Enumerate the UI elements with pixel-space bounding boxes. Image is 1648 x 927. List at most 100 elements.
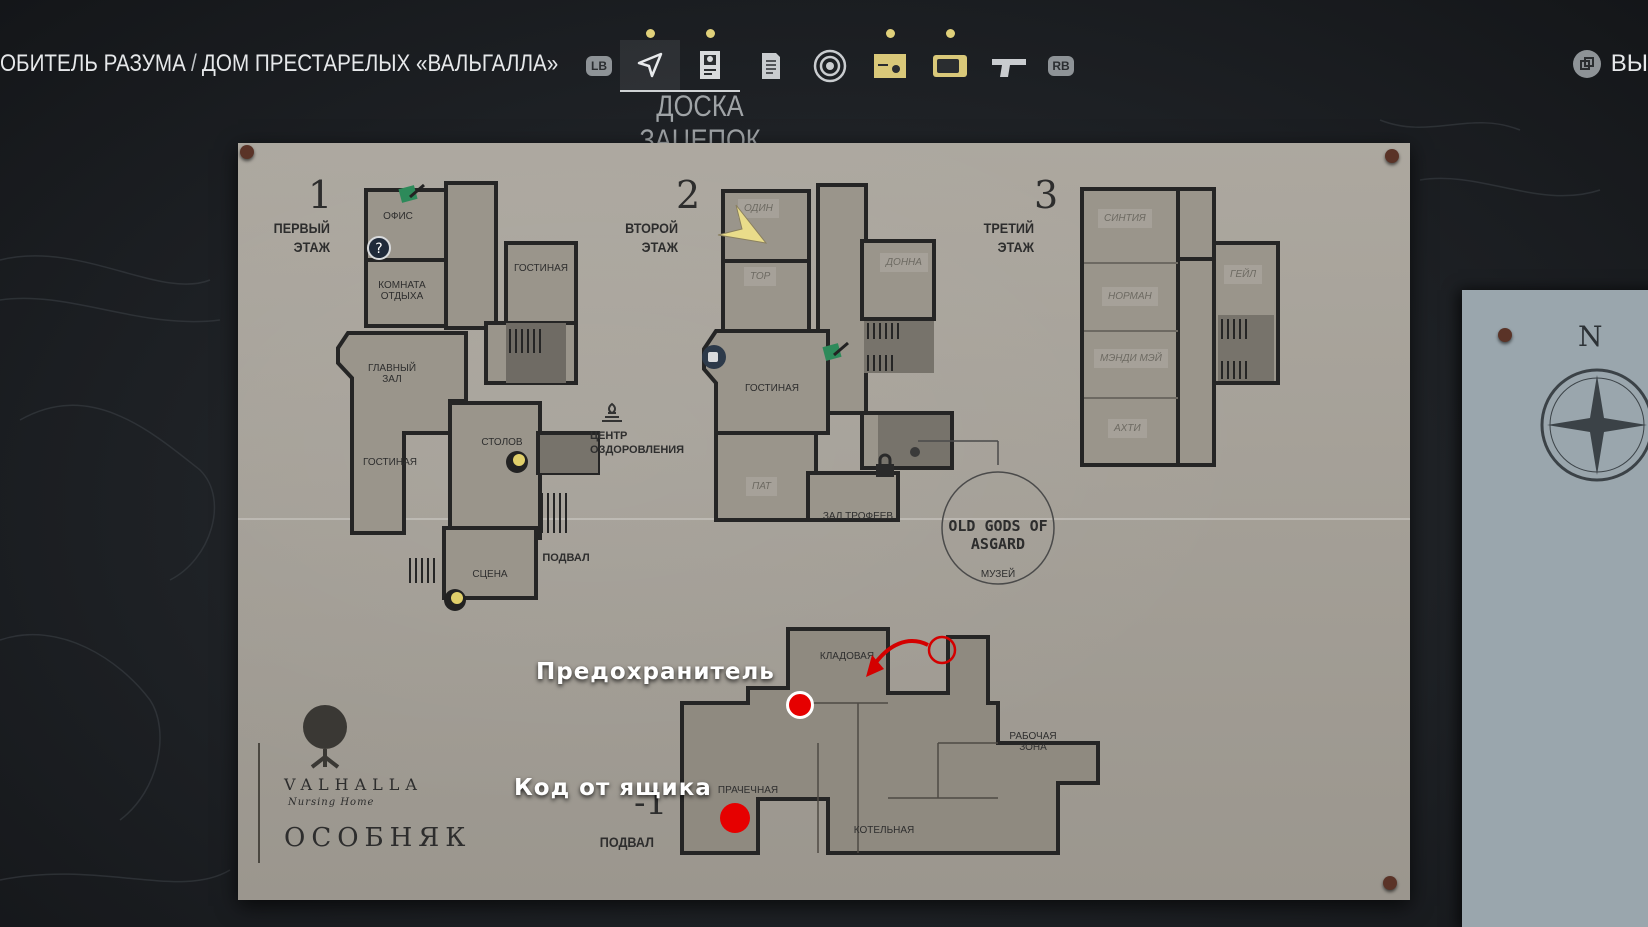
room-work-zone-line-2: ЗОНА [1019, 742, 1047, 753]
point-marker [910, 447, 920, 457]
breadcrumb: ОБИТЕЛЬ РАЗУМА/ДОМ ПРЕСТАРЕЛЫХ «ВАЛЬГАЛЛ… [0, 50, 558, 78]
floor-2-name: ВТОРОЙ ЭТАЖ [615, 219, 678, 257]
valhalla-tree-logo [303, 705, 347, 769]
room-cynthia: СИНТИЯ [1098, 209, 1152, 228]
floor-2-name-line-1: ВТОРОЙ [625, 220, 678, 236]
room-boiler: КОТЕЛЬНАЯ [853, 825, 915, 836]
gun-icon [992, 59, 1026, 77]
tab-tv[interactable] [920, 29, 980, 92]
tab-case-board[interactable] [680, 29, 740, 92]
character-marker-icon[interactable] [504, 449, 530, 475]
tab-notes[interactable] [740, 40, 800, 92]
navigate-icon [637, 52, 663, 78]
wellness-center-line-1: ЦЕНТР [590, 430, 628, 442]
room-living-room-2: ГОСТИНАЯ [363, 457, 417, 468]
notification-dot [886, 29, 895, 38]
museum-label: МУЗЕЙ [980, 569, 1016, 580]
breadcrumb-separator: / [191, 50, 197, 77]
notification-dot [946, 29, 955, 38]
notification-dot [706, 29, 715, 38]
svg-text:?: ? [375, 241, 382, 257]
room-living-room: ГОСТИНАЯ [514, 263, 568, 274]
annotation-fuse: Предохранитель [536, 659, 775, 685]
building-name: ОСОБНЯК [284, 823, 472, 853]
room-main-hall: ГЛАВНЫЙ ЗАЛ [367, 363, 417, 385]
pin [1383, 876, 1397, 890]
room-work-zone: РАБОЧАЯ ЗОНА [998, 731, 1068, 753]
question-icon[interactable]: ? [366, 235, 392, 261]
notification-dot [646, 29, 655, 38]
breadcrumb-item-mind-place[interactable]: ОБИТЕЛЬ РАЗУМА [0, 50, 186, 77]
room-trophy-hall: ЗАЛ ТРОФЕЕВ [822, 511, 894, 522]
room-work-zone-line-1: РАБОЧАЯ [1009, 731, 1057, 742]
tab-profiles[interactable] [800, 40, 860, 92]
floor-2-number: 2 [676, 173, 701, 217]
tab-navigate[interactable] [620, 29, 680, 92]
notes-icon [762, 53, 780, 79]
case-board-icon [700, 51, 720, 79]
tv-icon [933, 55, 967, 77]
exit-button[interactable]: ВЫ [1572, 50, 1648, 78]
annotation-box-code: Код от ящика [514, 775, 712, 801]
basement-number: -1 [634, 783, 668, 823]
character-marker-icon[interactable] [442, 587, 468, 613]
room-living-room-f2: ГОСТИНАЯ [745, 383, 799, 394]
lock-icon[interactable] [874, 453, 896, 479]
floor-3-name-line-2: ЭТАЖ [997, 239, 1034, 255]
room-norman: НОРМАН [1102, 287, 1158, 306]
room-pat: ПАТ [746, 477, 778, 496]
museum-title-line-2: ASGARD [970, 535, 1026, 553]
tab-cassettes[interactable] [860, 29, 920, 92]
evidence-note-icon [822, 341, 849, 361]
target-icon [813, 49, 847, 83]
evidence-note-icon [398, 183, 425, 203]
museum-title-line-1: OLD GODS OF [948, 517, 1048, 535]
coffee-icon[interactable] [700, 343, 728, 371]
exit-label: ВЫ [1610, 50, 1648, 77]
room-basement-entry: ПОДВАЛ [542, 552, 590, 564]
floor-1-name-line-1: ПЕРВЫЙ [273, 220, 330, 236]
room-ahti: АХТИ [1108, 419, 1147, 438]
red-arrow-annotation [866, 635, 957, 677]
room-dining: СТОЛОВ [481, 437, 523, 448]
room-laundry: ПРАЧЕЧНАЯ [717, 785, 779, 796]
room-office: ОФИС [383, 211, 413, 222]
wellness-icon [602, 402, 622, 422]
basement-name: ПОДВАЛ [599, 834, 654, 850]
floor-3-name-line-1: ТРЕТИЙ [983, 220, 1034, 236]
right-bumper-button[interactable]: RB [1048, 56, 1074, 76]
pin [240, 145, 254, 159]
room-stage: СЦЕНА [472, 569, 508, 580]
room-storage: КЛАДОВАЯ [819, 651, 875, 662]
compass-letter: N [1578, 320, 1603, 353]
room-thor: ТОР [744, 267, 777, 286]
museum-title: OLD GODS OF ASGARD [946, 517, 1050, 553]
player-position-marker-icon [717, 204, 768, 244]
tab-bar: LB RB [578, 29, 1082, 92]
floor-3-name: ТРЕТИЙ ЭТАЖ [971, 219, 1034, 257]
box-code-location-marker [720, 803, 750, 833]
floor-1-name-line-2: ЭТАЖ [293, 239, 330, 255]
floor-map-paper: 1 ПЕРВЫЙ ЭТАЖ ОФИС КОМНАТА ОТДЫХА ГОСТИН… [238, 143, 1410, 900]
floor-1-name: ПЕРВЫЙ ЭТАЖ [267, 219, 330, 257]
wellness-center-label: ЦЕНТР ОЗДОРОВЛЕНИЯ [590, 429, 685, 457]
room-mandy-mae: МЭНДИ МЭЙ [1094, 349, 1168, 368]
logo-brand: VALHALLA [284, 775, 423, 794]
side-map-paper: N [1462, 290, 1648, 927]
floor-3-number: 3 [1034, 173, 1059, 217]
wellness-center-line-2: ОЗДОРОВЛЕНИЯ [590, 444, 685, 456]
left-bumper-button[interactable]: LB [586, 56, 612, 76]
pin [1385, 149, 1399, 163]
tab-weapons[interactable] [980, 40, 1040, 92]
fuse-location-marker [786, 691, 814, 719]
room-gale: ГЕЙЛ [1224, 265, 1263, 284]
compass-rose-icon [1540, 368, 1648, 482]
floor-2-name-line-2: ЭТАЖ [641, 239, 678, 255]
logo-tagline: Nursing Home [288, 797, 375, 808]
controller-button-icon [1572, 50, 1601, 78]
floor-plans [336, 181, 1280, 855]
pin [1498, 328, 1512, 342]
room-donna: ДОННА [880, 253, 928, 272]
floor-1-number: 1 [308, 173, 333, 217]
